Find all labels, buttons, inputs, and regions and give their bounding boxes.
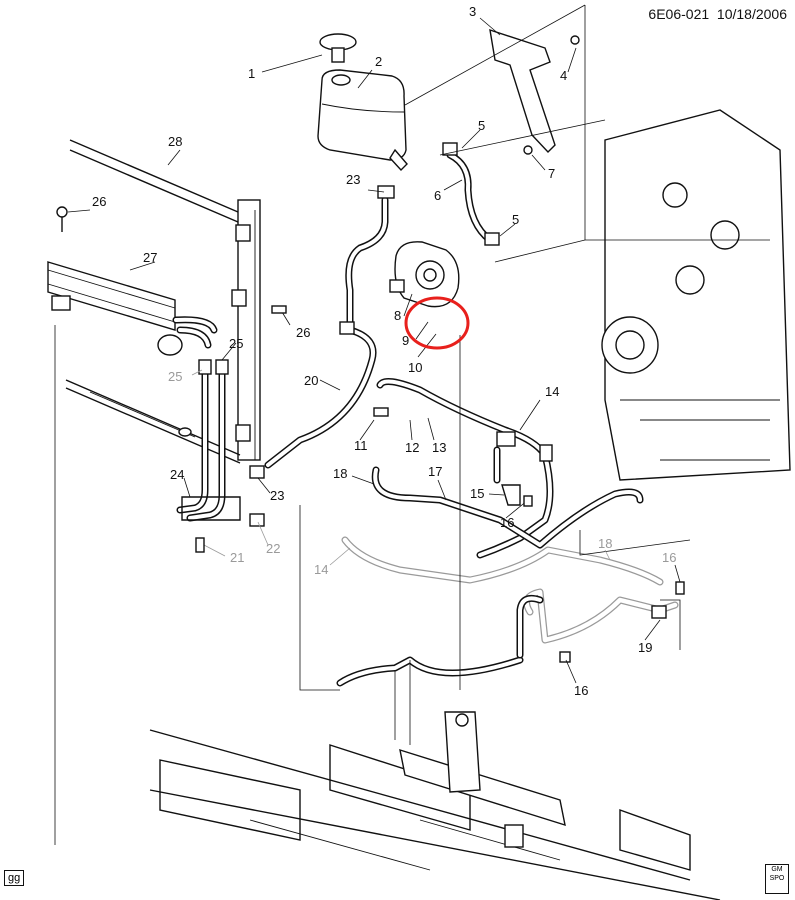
oil-cooler-part	[47, 206, 218, 356]
page-tag: gg	[4, 870, 25, 886]
callout-c11: 11	[354, 438, 368, 453]
callout-c3: 3	[469, 4, 476, 19]
reservoir-part	[317, 33, 408, 172]
supply-hose-part	[442, 142, 500, 246]
steering-gear-crossmember-part	[149, 711, 721, 900]
leader-lines	[67, 17, 681, 684]
power-steering-pump-part	[389, 241, 460, 308]
callout-c26b: 26	[296, 325, 310, 340]
callout-c9: 9	[402, 333, 409, 348]
callout-c2: 2	[375, 54, 382, 69]
callout-c23b: 23	[270, 488, 284, 503]
callout-c26a: 26	[92, 194, 106, 209]
callout-c16a: 16	[500, 515, 514, 530]
callout-c12: 12	[405, 440, 419, 455]
callout-c21: 21	[230, 550, 244, 565]
callout-c16b: 16	[662, 550, 676, 565]
drawing-date: 10/18/2006	[716, 6, 787, 22]
callout-c18b: 18	[598, 536, 612, 551]
callout-c18a: 18	[333, 466, 347, 481]
callout-c10: 10	[408, 360, 422, 375]
gear-lines-part	[336, 594, 571, 687]
callout-c13: 13	[432, 440, 446, 455]
return-hose-part	[249, 185, 395, 527]
callout-c28: 28	[168, 134, 182, 149]
callout-c20: 20	[304, 373, 318, 388]
fasteners	[195, 305, 685, 595]
callout-c17: 17	[428, 464, 442, 479]
callout-c1: 1	[248, 66, 255, 81]
callout-c6: 6	[434, 188, 441, 203]
highlight-circle	[404, 296, 470, 350]
callout-c25b: 25	[168, 369, 182, 384]
guide-lines	[54, 4, 770, 845]
callout-c23a: 23	[346, 172, 360, 187]
pressure-hose-part	[376, 377, 554, 559]
radiator-condenser-part	[65, 139, 261, 464]
callout-c14a: 14	[545, 384, 559, 399]
callout-c5b: 5	[512, 212, 519, 227]
ghost-pipes-part	[341, 536, 679, 644]
callout-c4: 4	[560, 68, 567, 83]
callout-c16c: 16	[574, 683, 588, 698]
callout-c14b: 14	[314, 562, 328, 577]
callout-c7: 7	[548, 166, 555, 181]
callout-c24: 24	[170, 467, 184, 482]
callout-c19: 19	[638, 640, 652, 655]
callout-c15: 15	[470, 486, 484, 501]
callout-c8: 8	[394, 308, 401, 323]
drawing-id: 6E06-021	[648, 6, 710, 22]
callout-c25a: 25	[229, 336, 243, 351]
return-pipe-part	[371, 466, 644, 549]
engine-block-part	[601, 109, 791, 481]
pump-bracket-part	[489, 28, 580, 155]
drawing-reference: 6E06-021 10/18/2006	[648, 6, 787, 22]
callout-c22: 22	[266, 541, 280, 556]
callout-c5a: 5	[478, 118, 485, 133]
cooler-lines-part	[176, 359, 241, 522]
callout-c27: 27	[143, 250, 157, 265]
